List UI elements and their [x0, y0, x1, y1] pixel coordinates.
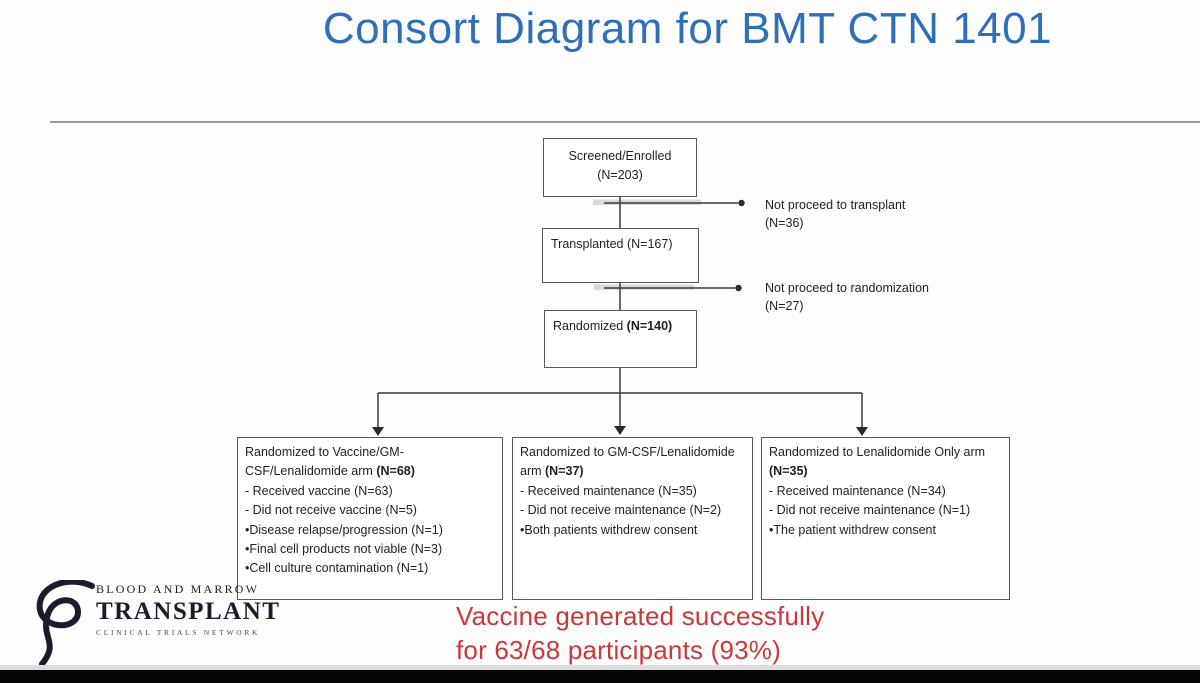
- highlight-line-2: for 63/68 participants (93%): [456, 635, 781, 665]
- arm-title-text: Randomized to Vaccine/GM-CSF/Lenalidomid…: [245, 445, 404, 479]
- arm-item: - Did not receive maintenance (N=1): [769, 503, 971, 518]
- arm-title: Randomized to Lenalidomide Only arm (N=3…: [769, 443, 1002, 482]
- box-screened-enrolled: Screened/Enrolled (N=203): [543, 138, 697, 197]
- arm-item: - Did not receive vaccine (N=5): [245, 503, 417, 518]
- box-arm-lenalidomide-only: Randomized to Lenalidomide Only arm (N=3…: [761, 437, 1010, 600]
- box-randomized: Randomized (N=140): [544, 310, 697, 368]
- arm-title: Randomized to GM-CSF/Lenalidomide arm (N…: [520, 443, 745, 482]
- arm-item: - Received maintenance (N=35): [520, 483, 697, 498]
- slide-title: Consort Diagram for BMT CTN 1401: [322, 4, 1053, 53]
- bottom-divider: [0, 665, 1200, 670]
- arrowhead-down-icon: [372, 427, 384, 436]
- arrowhead-down-icon: [614, 426, 626, 435]
- arm-item: - Received vaccine (N=63): [245, 483, 393, 498]
- box-transplanted: Transplanted (N=167): [542, 228, 699, 283]
- arm-item: - Did not receive maintenance (N=2): [520, 503, 722, 518]
- highlight-line-1: Vaccine generated successfully: [456, 601, 825, 631]
- letterbox-bar: [0, 670, 1200, 683]
- arrowhead-right-icon: [738, 199, 745, 207]
- screened-label: Screened/Enrolled: [568, 149, 672, 163]
- arm-item: •Final cell products not viable (N=3): [245, 541, 443, 556]
- label-not-proceed-randomization: Not proceed to randomization (N=27): [765, 279, 929, 315]
- arrowhead-right-icon: [735, 284, 742, 292]
- logo-text: BLOOD AND MARROW TRANSPLANT CLINICAL TRI…: [96, 582, 280, 637]
- randomized-count: (N=140): [626, 319, 673, 333]
- arm-item: •Disease relapse/progression (N=1): [245, 522, 443, 537]
- connector-shadow: [593, 199, 701, 205]
- highlight-note: Vaccine generated successfully for 63/68…: [456, 599, 824, 667]
- title-divider: [50, 121, 1200, 123]
- arm-count: (N=37): [545, 464, 584, 479]
- logo-line-blood-and-marrow: BLOOD AND MARROW: [96, 582, 260, 596]
- connector-shadow: [594, 284, 694, 290]
- arm-count: (N=68): [376, 464, 415, 479]
- arm-item: •Both patients withdrew consent: [520, 522, 698, 537]
- logo-swirl-icon: [36, 580, 95, 666]
- arm-title-text: Randomized to GM-CSF/Lenalidomide arm: [520, 445, 735, 479]
- not-transplant-text: Not proceed to transplant: [765, 198, 906, 212]
- arm-title-text: Randomized to Lenalidomide Only arm: [769, 445, 986, 459]
- not-transplant-count: (N=36): [765, 216, 804, 231]
- label-not-proceed-transplant: Not proceed to transplant (N=36): [765, 196, 905, 232]
- logo-line-network: CLINICAL TRIALS NETWORK: [96, 628, 261, 637]
- box-arm-gmcsf-lenalidomide: Randomized to GM-CSF/Lenalidomide arm (N…: [512, 437, 753, 600]
- box-arm-vaccine-gmcsf-lenalidomide: Randomized to Vaccine/GM-CSF/Lenalidomid…: [237, 437, 503, 600]
- arm-title: Randomized to Vaccine/GM-CSF/Lenalidomid…: [245, 443, 495, 482]
- arm-item: •The patient withdrew consent: [769, 522, 936, 537]
- logo-line-transplant: TRANSPLANT: [96, 598, 281, 625]
- not-randomization-text: Not proceed to randomization: [765, 281, 929, 295]
- randomized-label: Randomized: [553, 319, 624, 333]
- screened-count: (N=203): [597, 167, 643, 182]
- arm-count: (N=35): [769, 464, 808, 479]
- arm-item: •Cell culture contamination (N=1): [245, 561, 429, 576]
- arm-item: - Received maintenance (N=34): [769, 483, 946, 498]
- arrowhead-down-icon: [856, 427, 868, 436]
- transplanted-label: Transplanted (N=167): [551, 237, 673, 251]
- not-randomization-count: (N=27): [765, 299, 804, 314]
- bmt-ctn-logo: BLOOD AND MARROW TRANSPLANT CLINICAL TRI…: [26, 578, 286, 666]
